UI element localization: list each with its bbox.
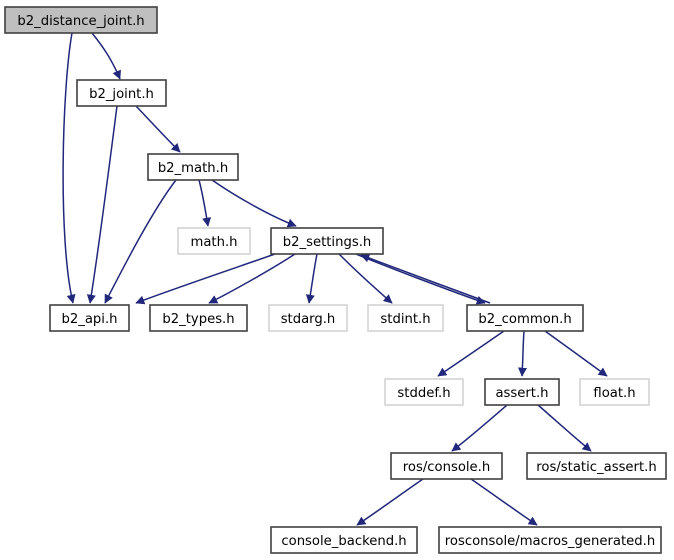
node-box-console_backend[interactable]: [270, 526, 418, 554]
node-box-macros_generated[interactable]: [438, 526, 662, 554]
node-box-b2_api[interactable]: [49, 304, 130, 332]
node-box-stdint[interactable]: [367, 304, 444, 332]
node-console_backend[interactable]: console_backend.h: [270, 526, 418, 554]
edge-b2_joint-to-b2_api: [86, 105, 118, 304]
node-box-float[interactable]: [579, 378, 650, 406]
node-box-b2_types[interactable]: [149, 304, 248, 332]
node-box-stddef[interactable]: [384, 378, 464, 406]
node-label-b2_types: b2_types.h: [162, 312, 234, 327]
edge-b2_settings-to-stdint: [338, 253, 393, 304]
node-macros_generated[interactable]: rosconsole/macros_generated.h: [438, 526, 662, 554]
node-b2_math[interactable]: b2_math.h: [147, 153, 239, 181]
node-label-console_backend: console_backend.h: [281, 534, 406, 549]
node-assert[interactable]: assert.h: [484, 378, 560, 406]
node-box-math[interactable]: [177, 227, 251, 255]
node-stdint[interactable]: stdint.h: [367, 304, 444, 332]
edge-b2_common-to-b2_settings: [360, 253, 491, 304]
edge-b2_common-to-float: [544, 330, 608, 377]
node-box-ros_static_assert[interactable]: [526, 452, 667, 480]
node-label-b2_math: b2_math.h: [158, 161, 228, 176]
edge-ros_console-to-console_backend: [356, 478, 424, 526]
edge-b2_distance_joint-to-b2_api: [62, 32, 76, 304]
node-label-b2_api: b2_api.h: [61, 312, 117, 327]
edge-b2_joint-to-b2_math: [135, 105, 181, 153]
node-ros_static_assert[interactable]: ros/static_assert.h: [526, 452, 667, 480]
node-stddef[interactable]: stddef.h: [384, 378, 464, 406]
node-box-b2_settings[interactable]: [270, 227, 384, 255]
node-label-b2_joint: b2_joint.h: [89, 87, 154, 102]
node-label-stdarg: stdarg.h: [281, 312, 336, 327]
edge-b2_settings-to-b2_api: [135, 253, 276, 305]
node-float[interactable]: float.h: [579, 378, 650, 406]
node-label-assert: assert.h: [495, 386, 548, 401]
edge-assert-to-ros_static_assert: [537, 404, 592, 452]
node-label-b2_distance_joint: b2_distance_joint.h: [17, 14, 144, 29]
edge-b2_common-to-assert: [518, 330, 528, 377]
node-ros_console[interactable]: ros/console.h: [390, 452, 503, 480]
node-box-assert[interactable]: [484, 378, 560, 406]
node-box-b2_math[interactable]: [147, 153, 239, 181]
node-b2_settings[interactable]: b2_settings.h: [270, 227, 384, 255]
node-label-b2_common: b2_common.h: [478, 312, 571, 327]
node-b2_joint[interactable]: b2_joint.h: [76, 79, 167, 107]
node-label-macros_generated: rosconsole/macros_generated.h: [445, 534, 655, 549]
node-box-ros_console[interactable]: [390, 452, 503, 480]
node-box-b2_common[interactable]: [466, 304, 584, 332]
edge-b2_settings-to-b2_types: [208, 253, 296, 304]
nodes-layer: b2_distance_joint.h b2_joint.h b2_math.hma…: [4, 6, 667, 554]
node-label-float: float.h: [593, 386, 635, 401]
edge-b2_math-to-b2_api: [104, 179, 177, 304]
node-b2_types[interactable]: b2_types.h: [149, 304, 248, 332]
edge-ros_console-to-macros_generated: [470, 478, 538, 526]
node-box-stdarg[interactable]: [268, 304, 348, 332]
edge-b2_math-to-b2_settings: [211, 179, 297, 228]
edge-b2_math-to-math: [198, 179, 212, 227]
node-stdarg[interactable]: stdarg.h: [268, 304, 348, 332]
edge-b2_settings-to-b2_common: [355, 253, 486, 305]
node-box-b2_joint[interactable]: [76, 79, 167, 107]
node-label-b2_settings: b2_settings.h: [283, 235, 372, 250]
node-b2_distance_joint[interactable]: b2_distance_joint.h: [4, 6, 158, 34]
node-label-math: math.h: [190, 235, 237, 250]
node-box-b2_distance_joint[interactable]: [4, 6, 158, 34]
edges-layer: [62, 32, 608, 526]
node-label-stddef: stddef.h: [397, 386, 450, 401]
edge-assert-to-ros_console: [451, 404, 508, 452]
node-label-ros_static_assert: ros/static_assert.h: [536, 460, 656, 475]
edge-b2_settings-to-stdarg: [305, 253, 318, 304]
edge-b2_distance_joint-to-b2_joint: [91, 32, 121, 80]
node-b2_api[interactable]: b2_api.h: [49, 304, 130, 332]
node-label-ros_console: ros/console.h: [403, 460, 490, 475]
node-math[interactable]: math.h: [177, 227, 251, 255]
node-label-stdint: stdint.h: [380, 312, 430, 327]
edge-b2_common-to-stddef: [437, 330, 505, 377]
node-b2_common[interactable]: b2_common.h: [466, 304, 584, 332]
